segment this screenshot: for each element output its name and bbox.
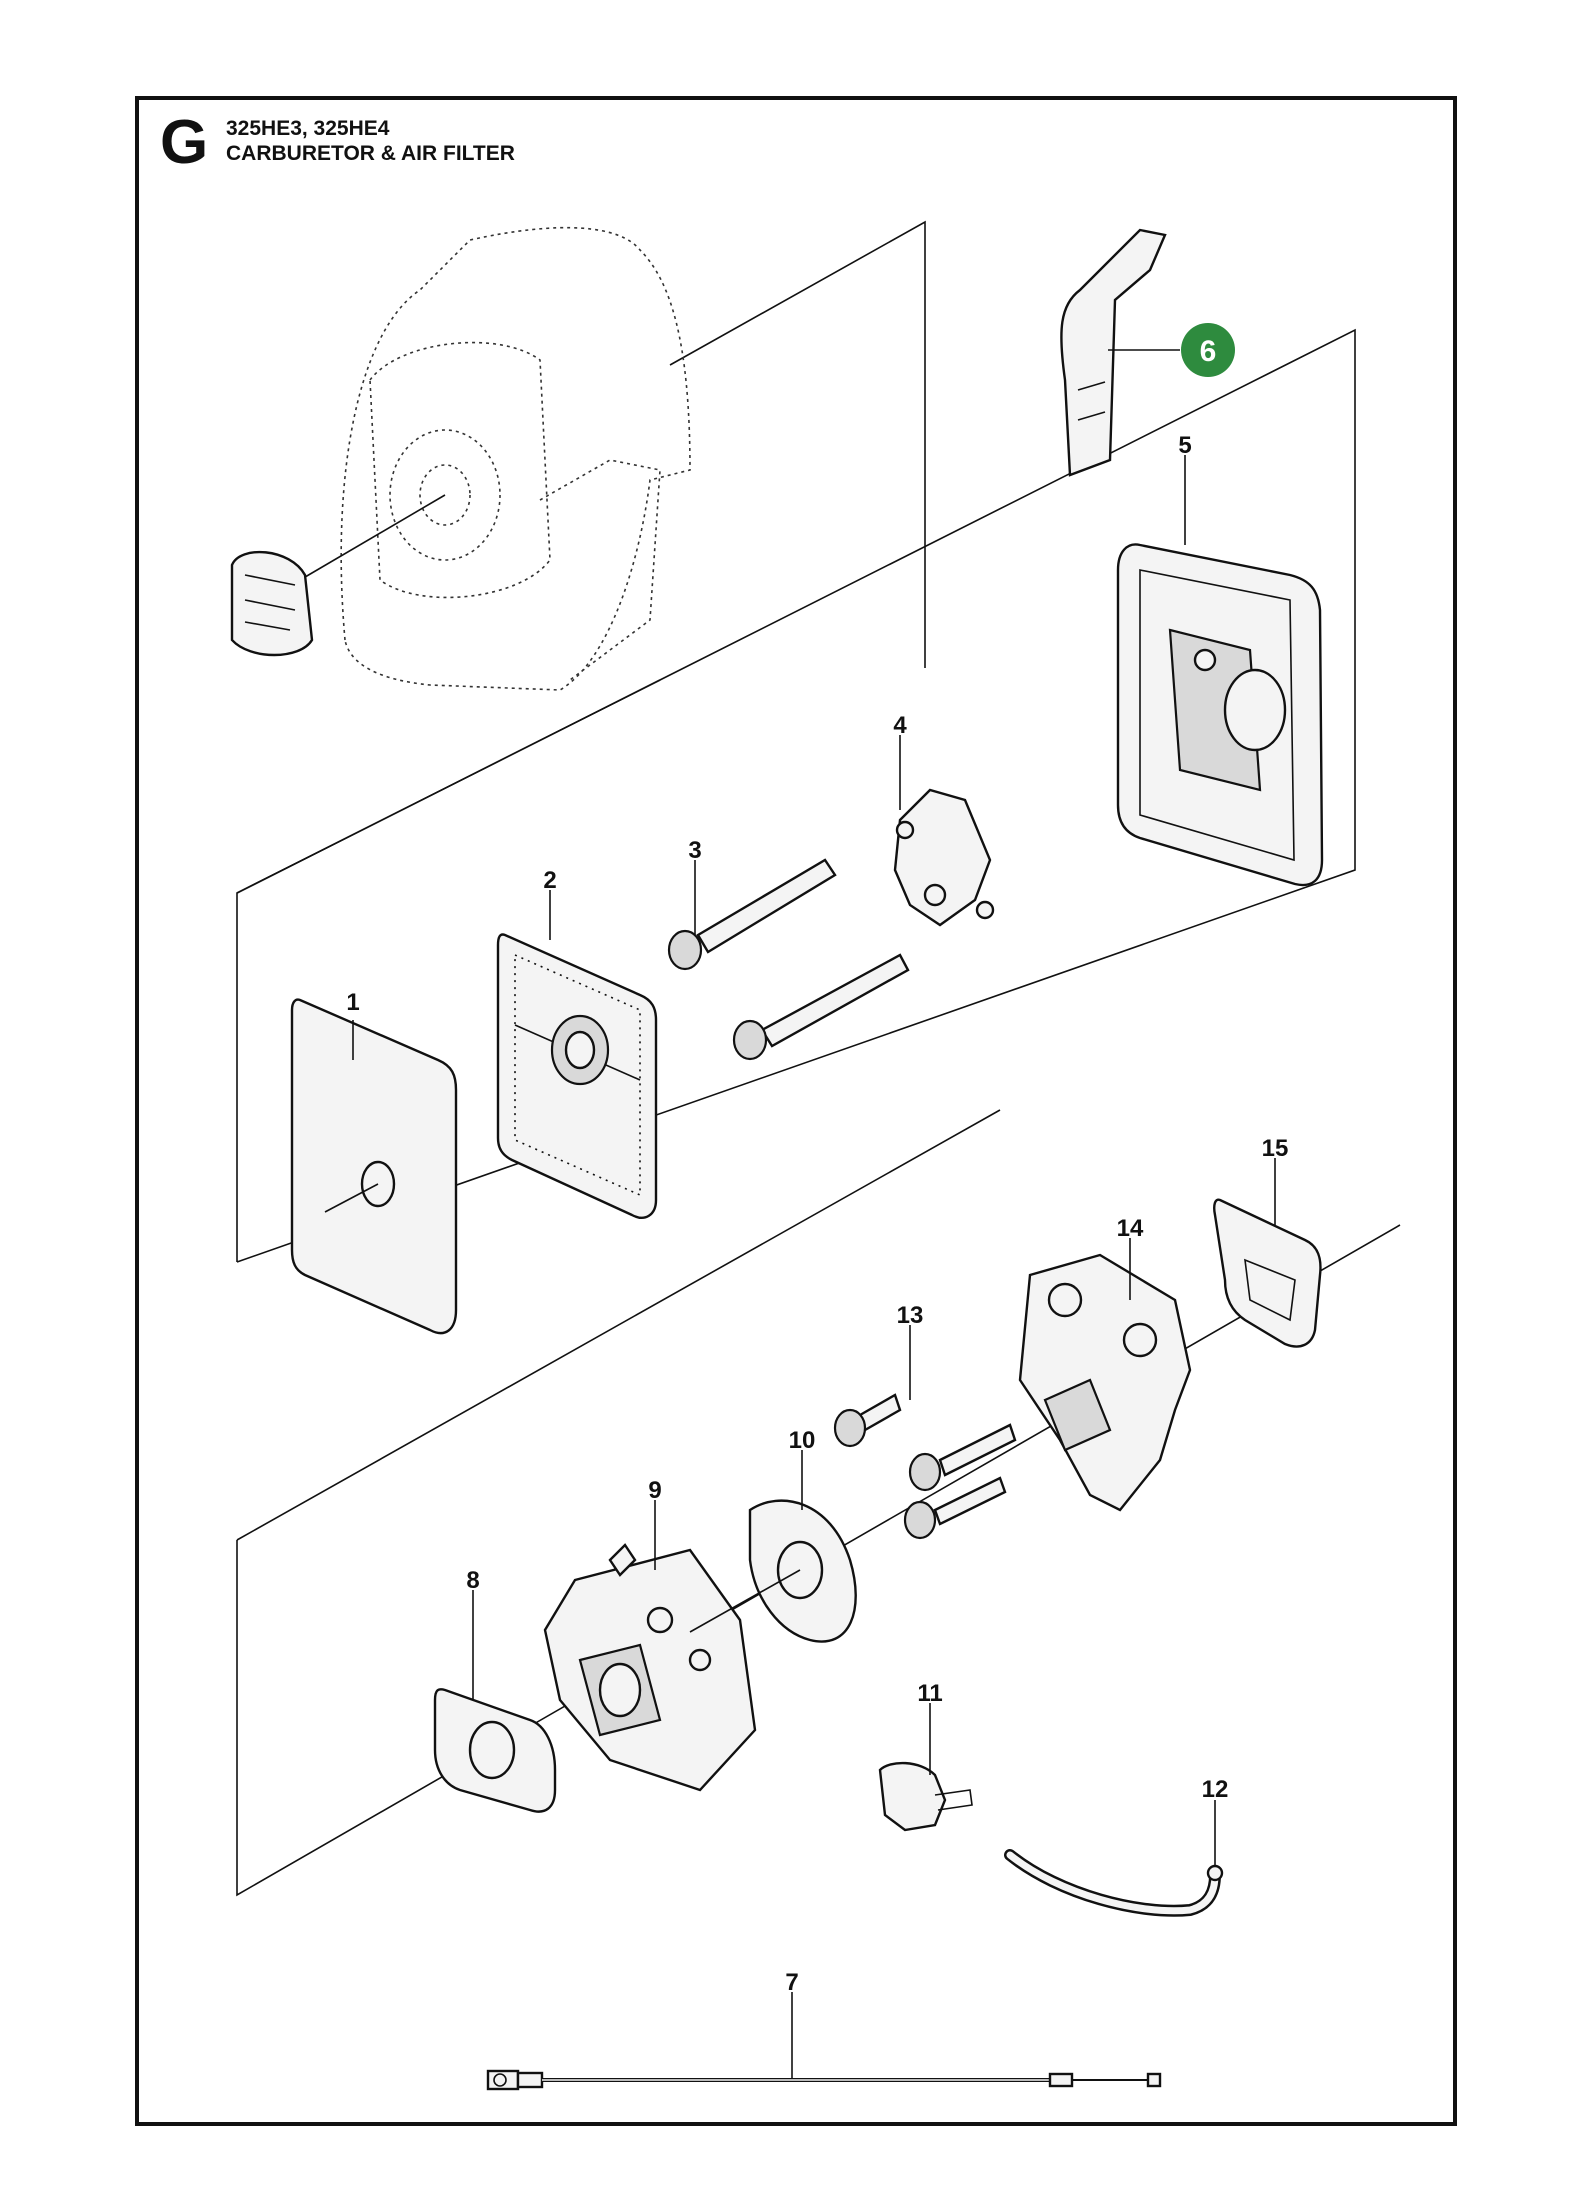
callout-1: 1 [346, 989, 359, 1016]
section-letter: G [160, 108, 209, 177]
air-filter-plane [236, 328, 1356, 1263]
intake-adapter [1018, 1253, 1192, 1512]
screw-lower [732, 953, 910, 1061]
carburetor [543, 1543, 757, 1792]
callout-4: 4 [893, 712, 907, 739]
diagram-frame [135, 96, 1457, 2126]
carburetor-plane [236, 1109, 1401, 1897]
cover-knob [230, 550, 314, 657]
filter-plate [496, 933, 658, 1219]
screw-low [903, 1476, 1007, 1540]
callout-13: 13 [897, 1302, 924, 1329]
callout-15: 15 [1262, 1135, 1289, 1162]
screw-mid [908, 1423, 1017, 1492]
callout-8: 8 [466, 1567, 479, 1594]
callout-3: 3 [688, 837, 701, 864]
screw-long [833, 1393, 902, 1448]
callout-12: 12 [1202, 1776, 1229, 1803]
carburetor-gasket [433, 1688, 557, 1813]
clip-part [1060, 228, 1180, 477]
model-numbers: 325HE3, 325HE4 [226, 117, 390, 140]
callout-2: 2 [543, 867, 556, 894]
callout-11: 11 [917, 1680, 942, 1707]
callout-9: 9 [648, 1477, 661, 1504]
air-filter-element [290, 998, 458, 1335]
intake-gasket [689, 1499, 857, 1643]
callouts: 1 2 3 4 5 6 7 8 9 10 11 12 13 14 15 [346, 323, 1288, 1996]
filter-bracket [893, 788, 995, 927]
fuel-hose [1004, 1849, 1224, 1917]
adapter-gasket [1213, 1198, 1322, 1348]
air-filter-cover [299, 220, 926, 691]
throttle-cable [486, 2069, 1162, 2091]
filter-housing [1116, 543, 1324, 887]
callout-6: 6 [1200, 335, 1217, 368]
callout-5: 5 [1178, 432, 1191, 459]
callout-6-badge: 6 [1181, 323, 1235, 377]
leader-lines [352, 455, 1276, 2078]
fuel-fitting [878, 1761, 973, 1832]
callout-7: 7 [785, 1969, 798, 1996]
screw-upper [667, 858, 837, 971]
section-title: CARBURETOR & AIR FILTER [226, 142, 515, 165]
callout-14: 14 [1117, 1215, 1144, 1242]
callout-10: 10 [789, 1427, 816, 1454]
